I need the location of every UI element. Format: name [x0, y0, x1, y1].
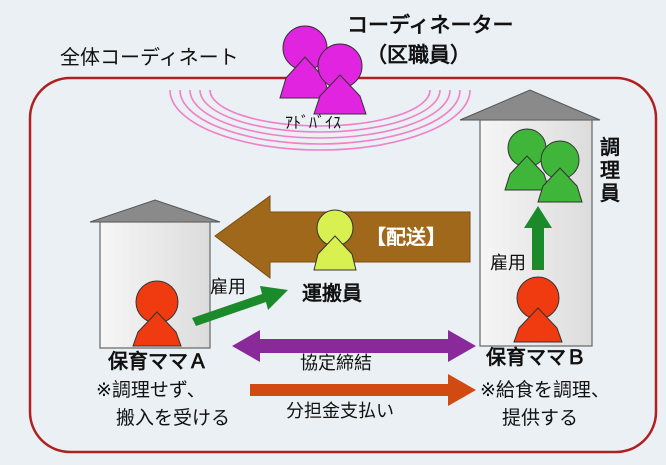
employ-right-label: 雇用	[490, 253, 526, 274]
employ-arrow-left	[192, 286, 288, 326]
payment-arrow	[250, 374, 476, 406]
employ-left-label: 雇用	[210, 277, 246, 298]
mama-a-note-2: 搬入を受ける	[116, 407, 231, 429]
mama-b-icon	[513, 276, 563, 343]
transporter-label: 運搬員	[302, 281, 362, 305]
overall-coordination-label: 全体コーディネート	[60, 45, 239, 69]
advice-waves	[169, 89, 471, 151]
mama-b-note-2: 提供する	[502, 407, 579, 429]
mama-a-label: 保育ママＡ	[108, 349, 208, 373]
transporter-icon	[313, 209, 357, 271]
cook-label: 調理員	[600, 136, 622, 205]
cook-label-text: 調理員	[600, 135, 620, 205]
delivery-label: 【配送】	[366, 225, 446, 249]
advice-label: ｱﾄﾞﾊﾞｲｽ	[285, 113, 342, 132]
coordinator-title: コーディネーター	[347, 13, 514, 37]
agreement-label: 協定締結	[300, 353, 372, 374]
mama-a-icon	[132, 280, 182, 347]
mama-a-note-1: ※調理せず、	[96, 379, 206, 401]
payment-label: 分担金支払い	[286, 401, 394, 422]
employ-arrow-right	[524, 206, 552, 270]
coordinator-subtitle: （区職員）	[366, 43, 471, 67]
cook-icon	[504, 128, 583, 203]
agreement-arrow	[232, 330, 476, 362]
mama-b-note-1: ※給食を調理、	[480, 379, 610, 401]
coordinator-icon	[279, 25, 367, 115]
mama-b-label: 保育ママＢ	[486, 345, 586, 369]
